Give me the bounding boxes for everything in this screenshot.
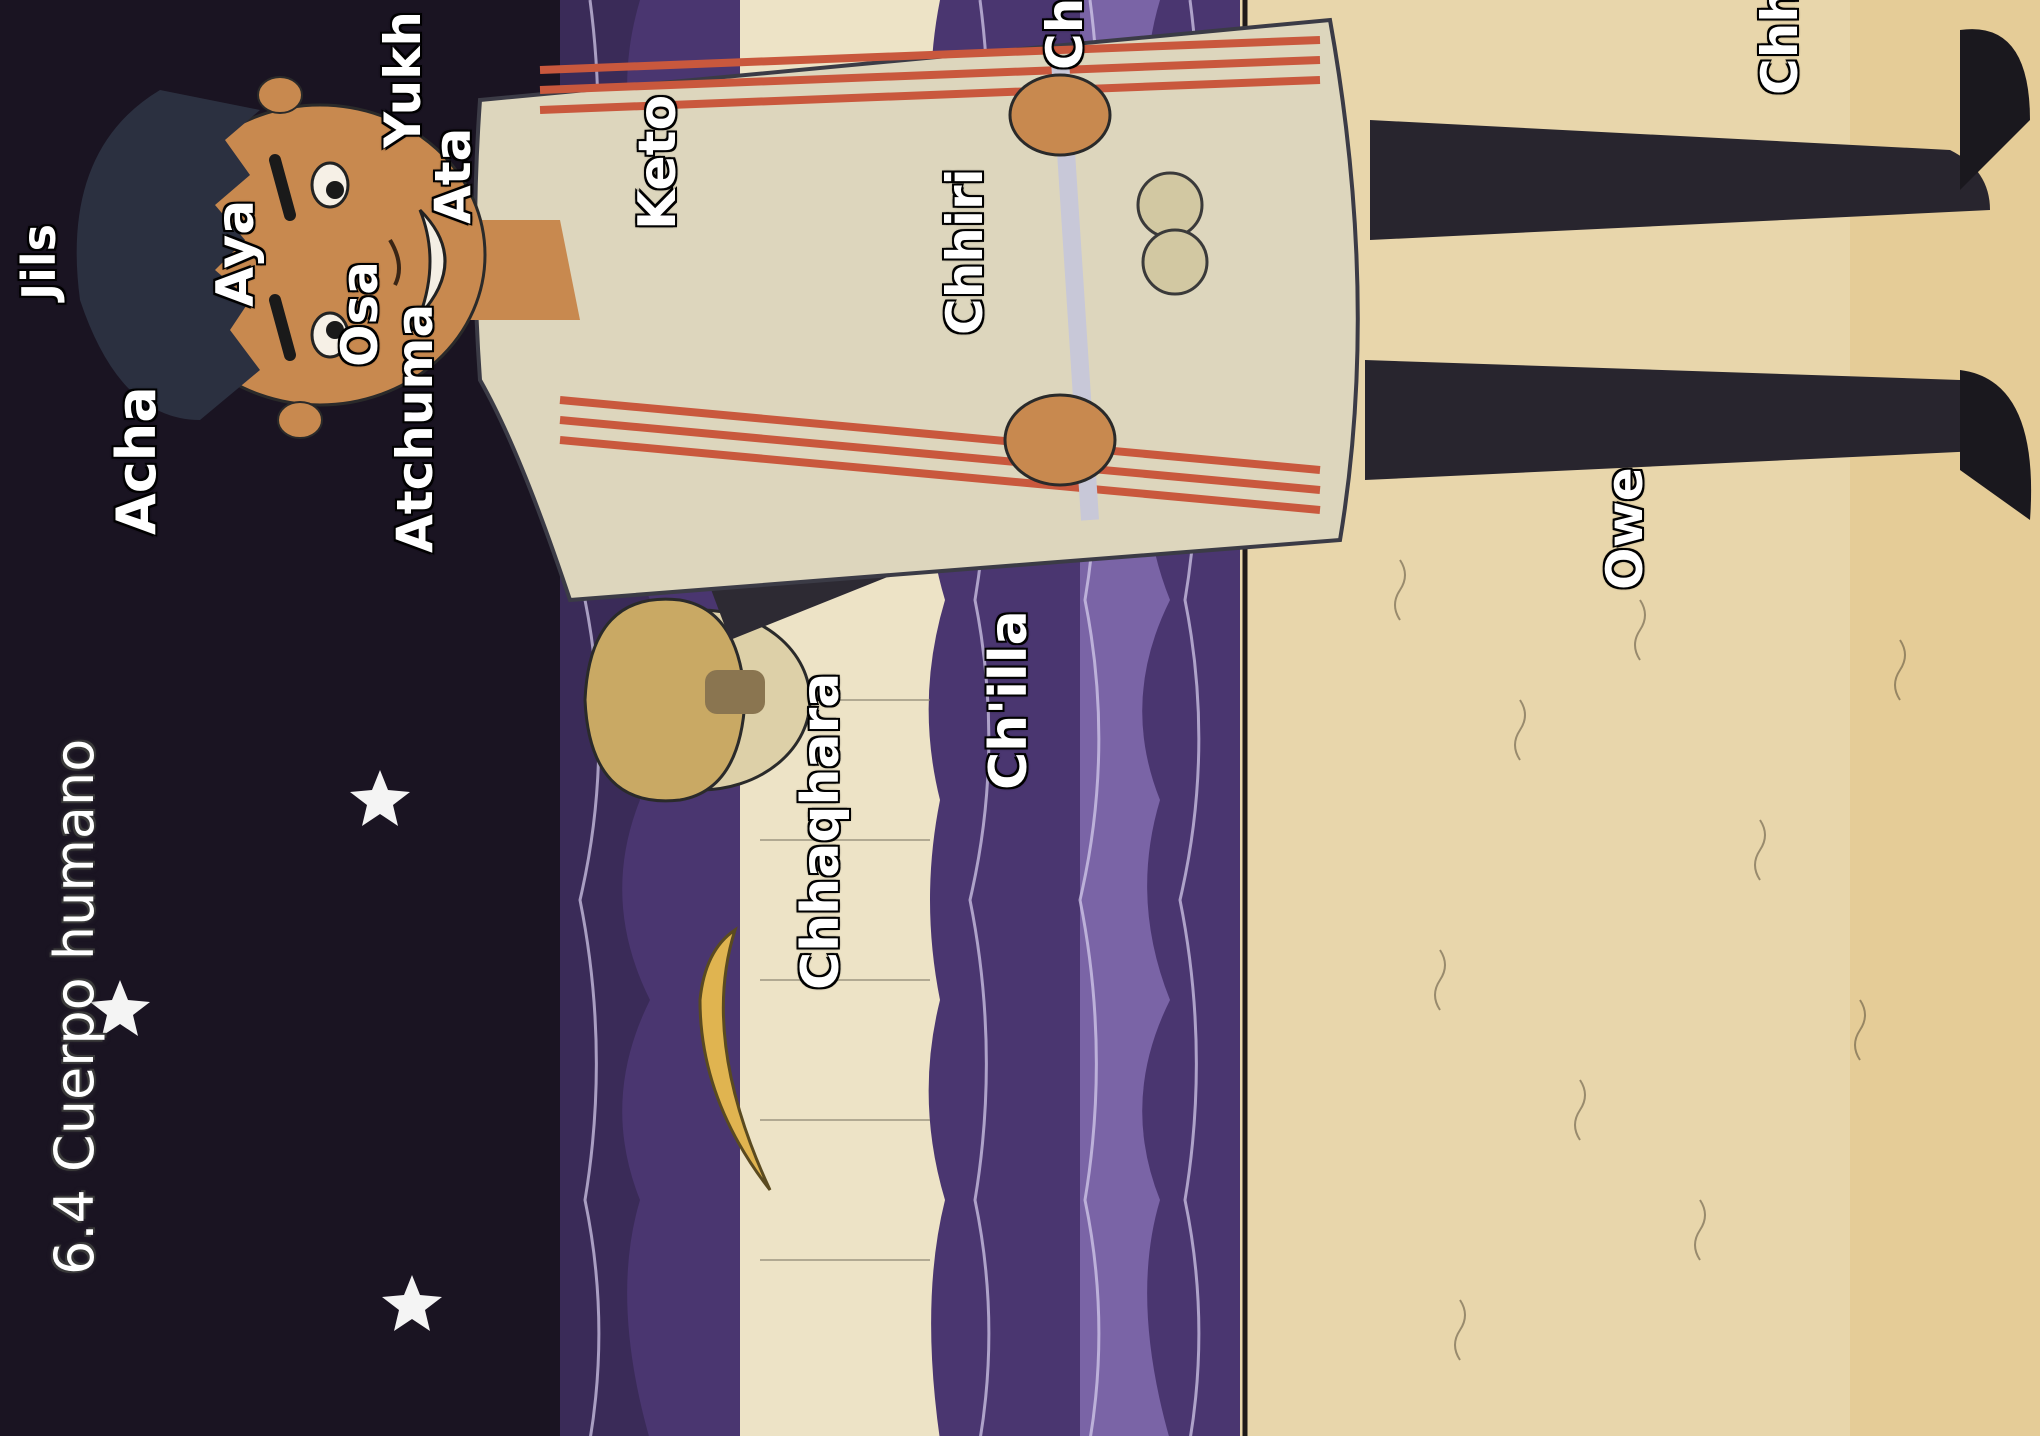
belt-pom-2	[1143, 230, 1207, 294]
left-hand	[1010, 75, 1110, 155]
label-ata: Ata	[428, 128, 478, 224]
label-acha: Acha	[110, 386, 164, 535]
label-ch-partial: Ch	[1040, 0, 1090, 70]
label-atchuma: Atchuma	[390, 304, 440, 553]
page-title: 6.4 Cuerpo humano	[48, 739, 102, 1275]
bottom-margin	[0, 1436, 2040, 1440]
ear-bottom	[278, 402, 322, 438]
ground-shade	[1850, 0, 2040, 1440]
ear-top	[258, 77, 302, 113]
label-osa: Osa	[335, 261, 385, 367]
right-hand	[1005, 395, 1115, 485]
belt-pom-1	[1138, 173, 1202, 237]
label-chhiri: Chhiri	[940, 168, 990, 335]
label-chhaqhara: Chhaqhara	[795, 673, 847, 990]
label-aya: Aya	[210, 200, 262, 307]
label-jils: Jils	[16, 224, 62, 300]
label-chh-partial: Chh	[1755, 0, 1805, 95]
label-yukh: Yukh	[378, 11, 428, 148]
label-owe: Owe	[1600, 467, 1650, 590]
label-keto: Keto	[632, 95, 684, 230]
label-chilla: Ch'illa	[983, 610, 1035, 790]
